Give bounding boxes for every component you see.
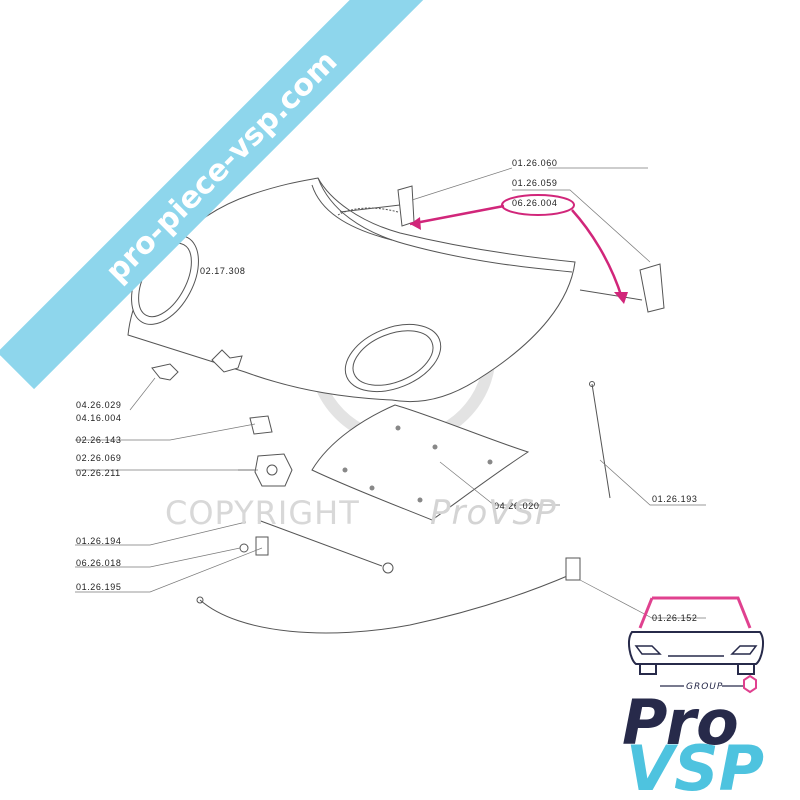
highlight-ellipse (501, 194, 575, 216)
release-cable (257, 519, 394, 574)
hexagon-icon (743, 674, 757, 694)
watermark-copyright: COPYRIGHT (165, 494, 360, 532)
label-02-17-308: 02.17.308 (200, 266, 245, 276)
watermark-brand: ProVSP (430, 493, 557, 533)
label-01-26-059: 01.26.059 (512, 178, 557, 188)
label-04-26-029: 04.26.029 (76, 400, 121, 410)
provsp-logo: GROUP Pro VSP (622, 596, 764, 800)
prop-rod (589, 381, 611, 499)
logo-vsp-text: VSP (626, 732, 764, 800)
label-01-26-194: 01.26.194 (76, 536, 121, 546)
label-06-26-004: 06.26.004 (512, 198, 557, 208)
highlight-callout (409, 194, 628, 304)
car-outline-icon (628, 596, 764, 675)
left-emblem (151, 363, 179, 381)
right-hinge (579, 263, 665, 313)
long-cable (196, 557, 581, 634)
label-01-26-193: 01.26.193 (652, 494, 697, 504)
label-02-26-069: 02.26.069 (76, 453, 121, 463)
bolt-washer (239, 536, 269, 556)
label-02-26-143: 02.26.143 (76, 435, 121, 445)
watermark-text: COPYRIGHT ProVSP (165, 493, 557, 533)
leader-lines (75, 167, 706, 619)
logo-pro-text: Pro (622, 686, 739, 759)
part-labels: 01.26.060 01.26.059 06.26.004 02.17.308 … (76, 158, 697, 623)
label-04-16-004: 04.16.004 (76, 413, 121, 423)
label-02-26-211: 02.26.211 (76, 468, 121, 478)
label-01-26-195: 01.26.195 (76, 582, 121, 592)
label-01-26-060: 01.26.060 (512, 158, 557, 168)
hood-panel (127, 177, 576, 403)
label-04-26-020: 04.26.020 (494, 501, 539, 511)
insulation-pad (311, 404, 530, 521)
label-06-26-018: 06.26.018 (76, 558, 121, 568)
logo-group-text: GROUP (686, 682, 723, 692)
label-01-26-152: 01.26.152 (652, 613, 697, 623)
center-emblem (211, 349, 243, 373)
clip-part (249, 415, 273, 435)
